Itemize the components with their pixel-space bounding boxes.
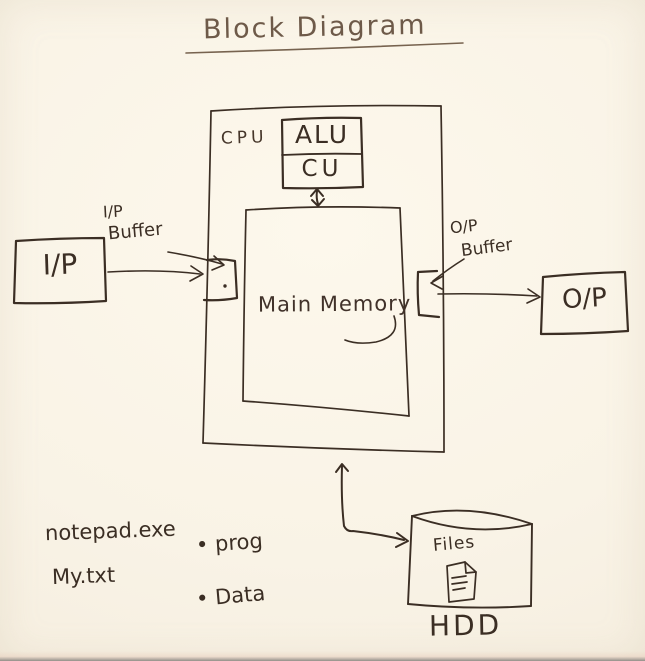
- alu-label: ALU: [294, 120, 350, 149]
- input-buffer-pointer-arrow: [167, 251, 225, 271]
- output-label: O/P: [561, 282, 608, 316]
- alu-cu-box: [280, 116, 365, 190]
- hdd-cylinder: [407, 509, 533, 609]
- hdd-label: HDD: [428, 608, 503, 643]
- input-buffer-label-line2: Buffer: [107, 218, 164, 245]
- output-buffer-label-line1: O/P: [449, 215, 479, 238]
- input-buffer-label-line1: I/P: [102, 201, 124, 222]
- files-label: Files: [432, 532, 477, 556]
- cpu-memory-arrow: [310, 188, 325, 207]
- title-underline: [185, 42, 464, 54]
- cu-label: CU: [301, 156, 343, 182]
- note-program-tag: • prog: [195, 528, 264, 558]
- page-title: Block Diagram: [202, 9, 427, 46]
- table-edge-shadow: [0, 651, 645, 661]
- input-label: I/P: [42, 247, 78, 282]
- main-memory-box: [242, 206, 410, 417]
- output-box: [539, 270, 630, 336]
- note-program-name: notepad.exe: [44, 516, 177, 546]
- memory-hdd-arrow: [335, 463, 409, 548]
- note-data-name: My.txt: [51, 562, 116, 590]
- output-buffer-pointer-arrow: [430, 258, 465, 290]
- input-arrow: [107, 265, 204, 282]
- memory-label-flourish: [344, 315, 397, 344]
- input-buffer-dot: [223, 284, 227, 288]
- file-document-icon: [446, 561, 477, 603]
- input-buffer-box: [202, 258, 239, 302]
- alu-cu-divider: [281, 152, 363, 156]
- output-arrow: [437, 288, 541, 304]
- input-box: [12, 236, 108, 305]
- outer-cpu-box: [202, 104, 445, 453]
- main-memory-label: Main Memory: [257, 291, 412, 317]
- cpu-label: CPU: [220, 127, 268, 149]
- output-buffer-bracket: [416, 269, 441, 319]
